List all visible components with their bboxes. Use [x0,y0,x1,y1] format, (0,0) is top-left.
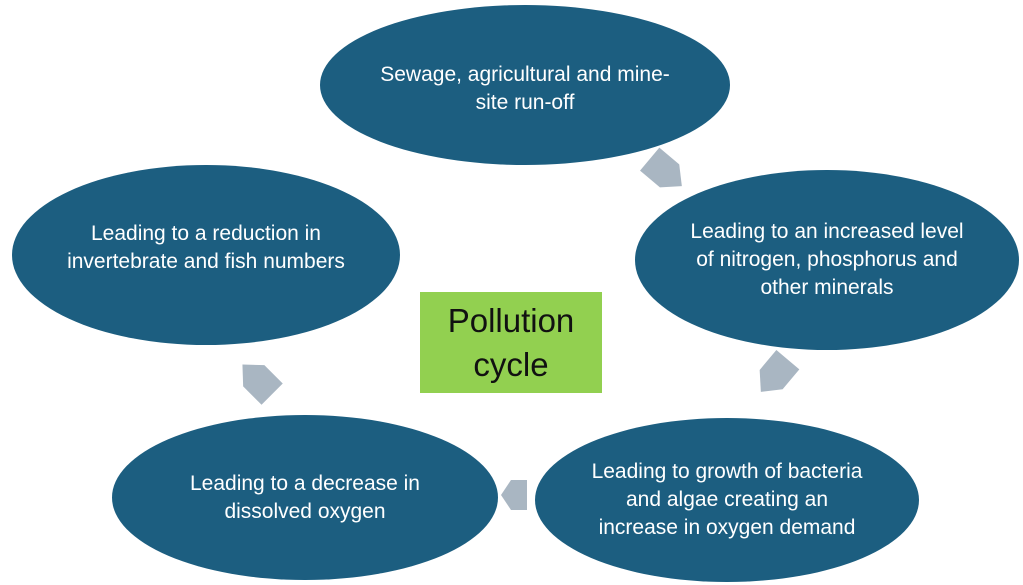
node-label: Sewage, agricultural and mine-site run-o… [380,63,670,114]
cycle-node-nutrients: Leading to an increased level of nitroge… [635,170,1019,350]
arrow-icon [501,480,527,510]
diagram-title: Pollution cycle [447,301,575,383]
node-label: Leading to a reduction in invertebrate a… [67,222,345,273]
node-label: Leading to growth of bacteria and algae … [591,460,863,539]
cycle-node-runoff: Sewage, agricultural and mine-site run-o… [320,5,730,165]
arrow-icon [759,350,800,392]
arrow-icon [242,364,283,405]
diagram-title-box: Pollution cycle [420,292,602,393]
node-label: Leading to a decrease in dissolved oxyge… [189,471,420,523]
cycle-node-oxygen-decrease: Leading to a decrease in dissolved oxyge… [112,415,498,580]
cycle-node-bacteria-algae: Leading to growth of bacteria and algae … [535,418,919,582]
node-label: Leading to an increased level of nitroge… [690,220,964,299]
arrow-icon [640,147,682,188]
cycle-node-fish-reduction: Leading to a reduction in invertebrate a… [12,165,400,345]
